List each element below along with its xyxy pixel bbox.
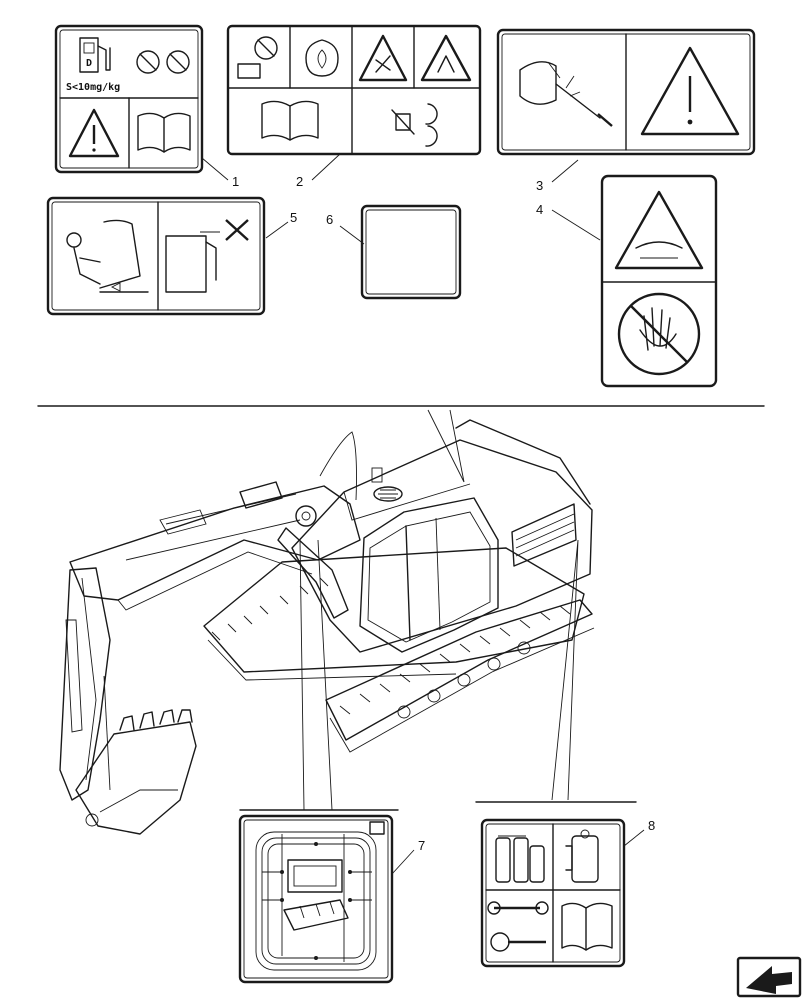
excavator-illustration	[59, 419, 595, 835]
boom	[69, 481, 361, 611]
battery-no-spark-icon	[165, 219, 249, 293]
fuel-filter-icon	[495, 835, 545, 883]
operator-cab	[359, 497, 499, 653]
decal-3	[496, 28, 756, 156]
leader-8b	[623, 829, 645, 847]
leader-3	[551, 159, 579, 183]
leader-6	[339, 225, 365, 245]
no-engine-start-icon	[237, 36, 278, 79]
wrench-icon	[487, 901, 549, 952]
svg-text:D: D	[86, 58, 92, 69]
operator-manual-icon	[137, 112, 191, 153]
decal-8	[475, 801, 637, 968]
decal-6	[360, 204, 462, 300]
decal-2	[226, 24, 482, 156]
leader-8	[551, 539, 579, 801]
leader-7	[299, 539, 333, 811]
operator-manual-icon	[261, 100, 319, 141]
operator-seat-icon	[66, 219, 149, 293]
callout-7: 7	[418, 838, 425, 853]
decal-7	[238, 809, 399, 984]
leader-2	[311, 153, 341, 181]
arm	[59, 567, 111, 801]
no-open-flame-icon	[136, 50, 190, 74]
high-pressure-jet-icon	[519, 61, 613, 127]
leader-4	[551, 209, 601, 241]
do-not-touch-hand-icon	[617, 292, 701, 376]
fuel-cap	[371, 467, 383, 483]
operator-manual-icon	[561, 902, 613, 951]
oil-drop-icon	[305, 39, 339, 77]
callout-2: 2	[296, 174, 303, 189]
leader-hood	[427, 409, 465, 483]
decal-4	[600, 174, 718, 388]
rotating-parts-icon	[391, 103, 438, 147]
callout-6: 6	[326, 212, 333, 227]
bucket	[75, 709, 197, 835]
warning-crush-icon	[420, 34, 472, 82]
callout-8: 8	[648, 818, 655, 833]
callout-3: 3	[536, 178, 543, 193]
engine-grille	[511, 503, 577, 567]
decal-5	[46, 196, 266, 316]
manual-ref-icon	[369, 821, 385, 835]
rooftop-vent	[373, 486, 403, 502]
callout-1: 1	[232, 174, 239, 189]
track-rollers	[397, 641, 531, 719]
warning-fan-icon	[358, 34, 408, 82]
leader-1	[201, 157, 229, 181]
hydraulic-schematic	[255, 831, 377, 971]
fuel-pump-icon: D	[79, 37, 111, 73]
hot-surface-warning-icon	[614, 190, 704, 270]
sulfur-spec-label: S<10mg/kg	[66, 82, 120, 93]
leader-5	[265, 221, 289, 239]
warning-triangle-icon	[68, 108, 120, 158]
track-link-marks	[211, 577, 571, 715]
next-page-arrow-icon[interactable]	[736, 956, 802, 998]
callout-5: 5	[290, 210, 297, 225]
warning-triangle-icon	[640, 46, 740, 136]
decal-1: D S<10mg/kg	[54, 24, 204, 174]
leader-7b	[391, 849, 415, 875]
fuel-filter-icon	[565, 829, 599, 883]
callout-4: 4	[536, 202, 543, 217]
